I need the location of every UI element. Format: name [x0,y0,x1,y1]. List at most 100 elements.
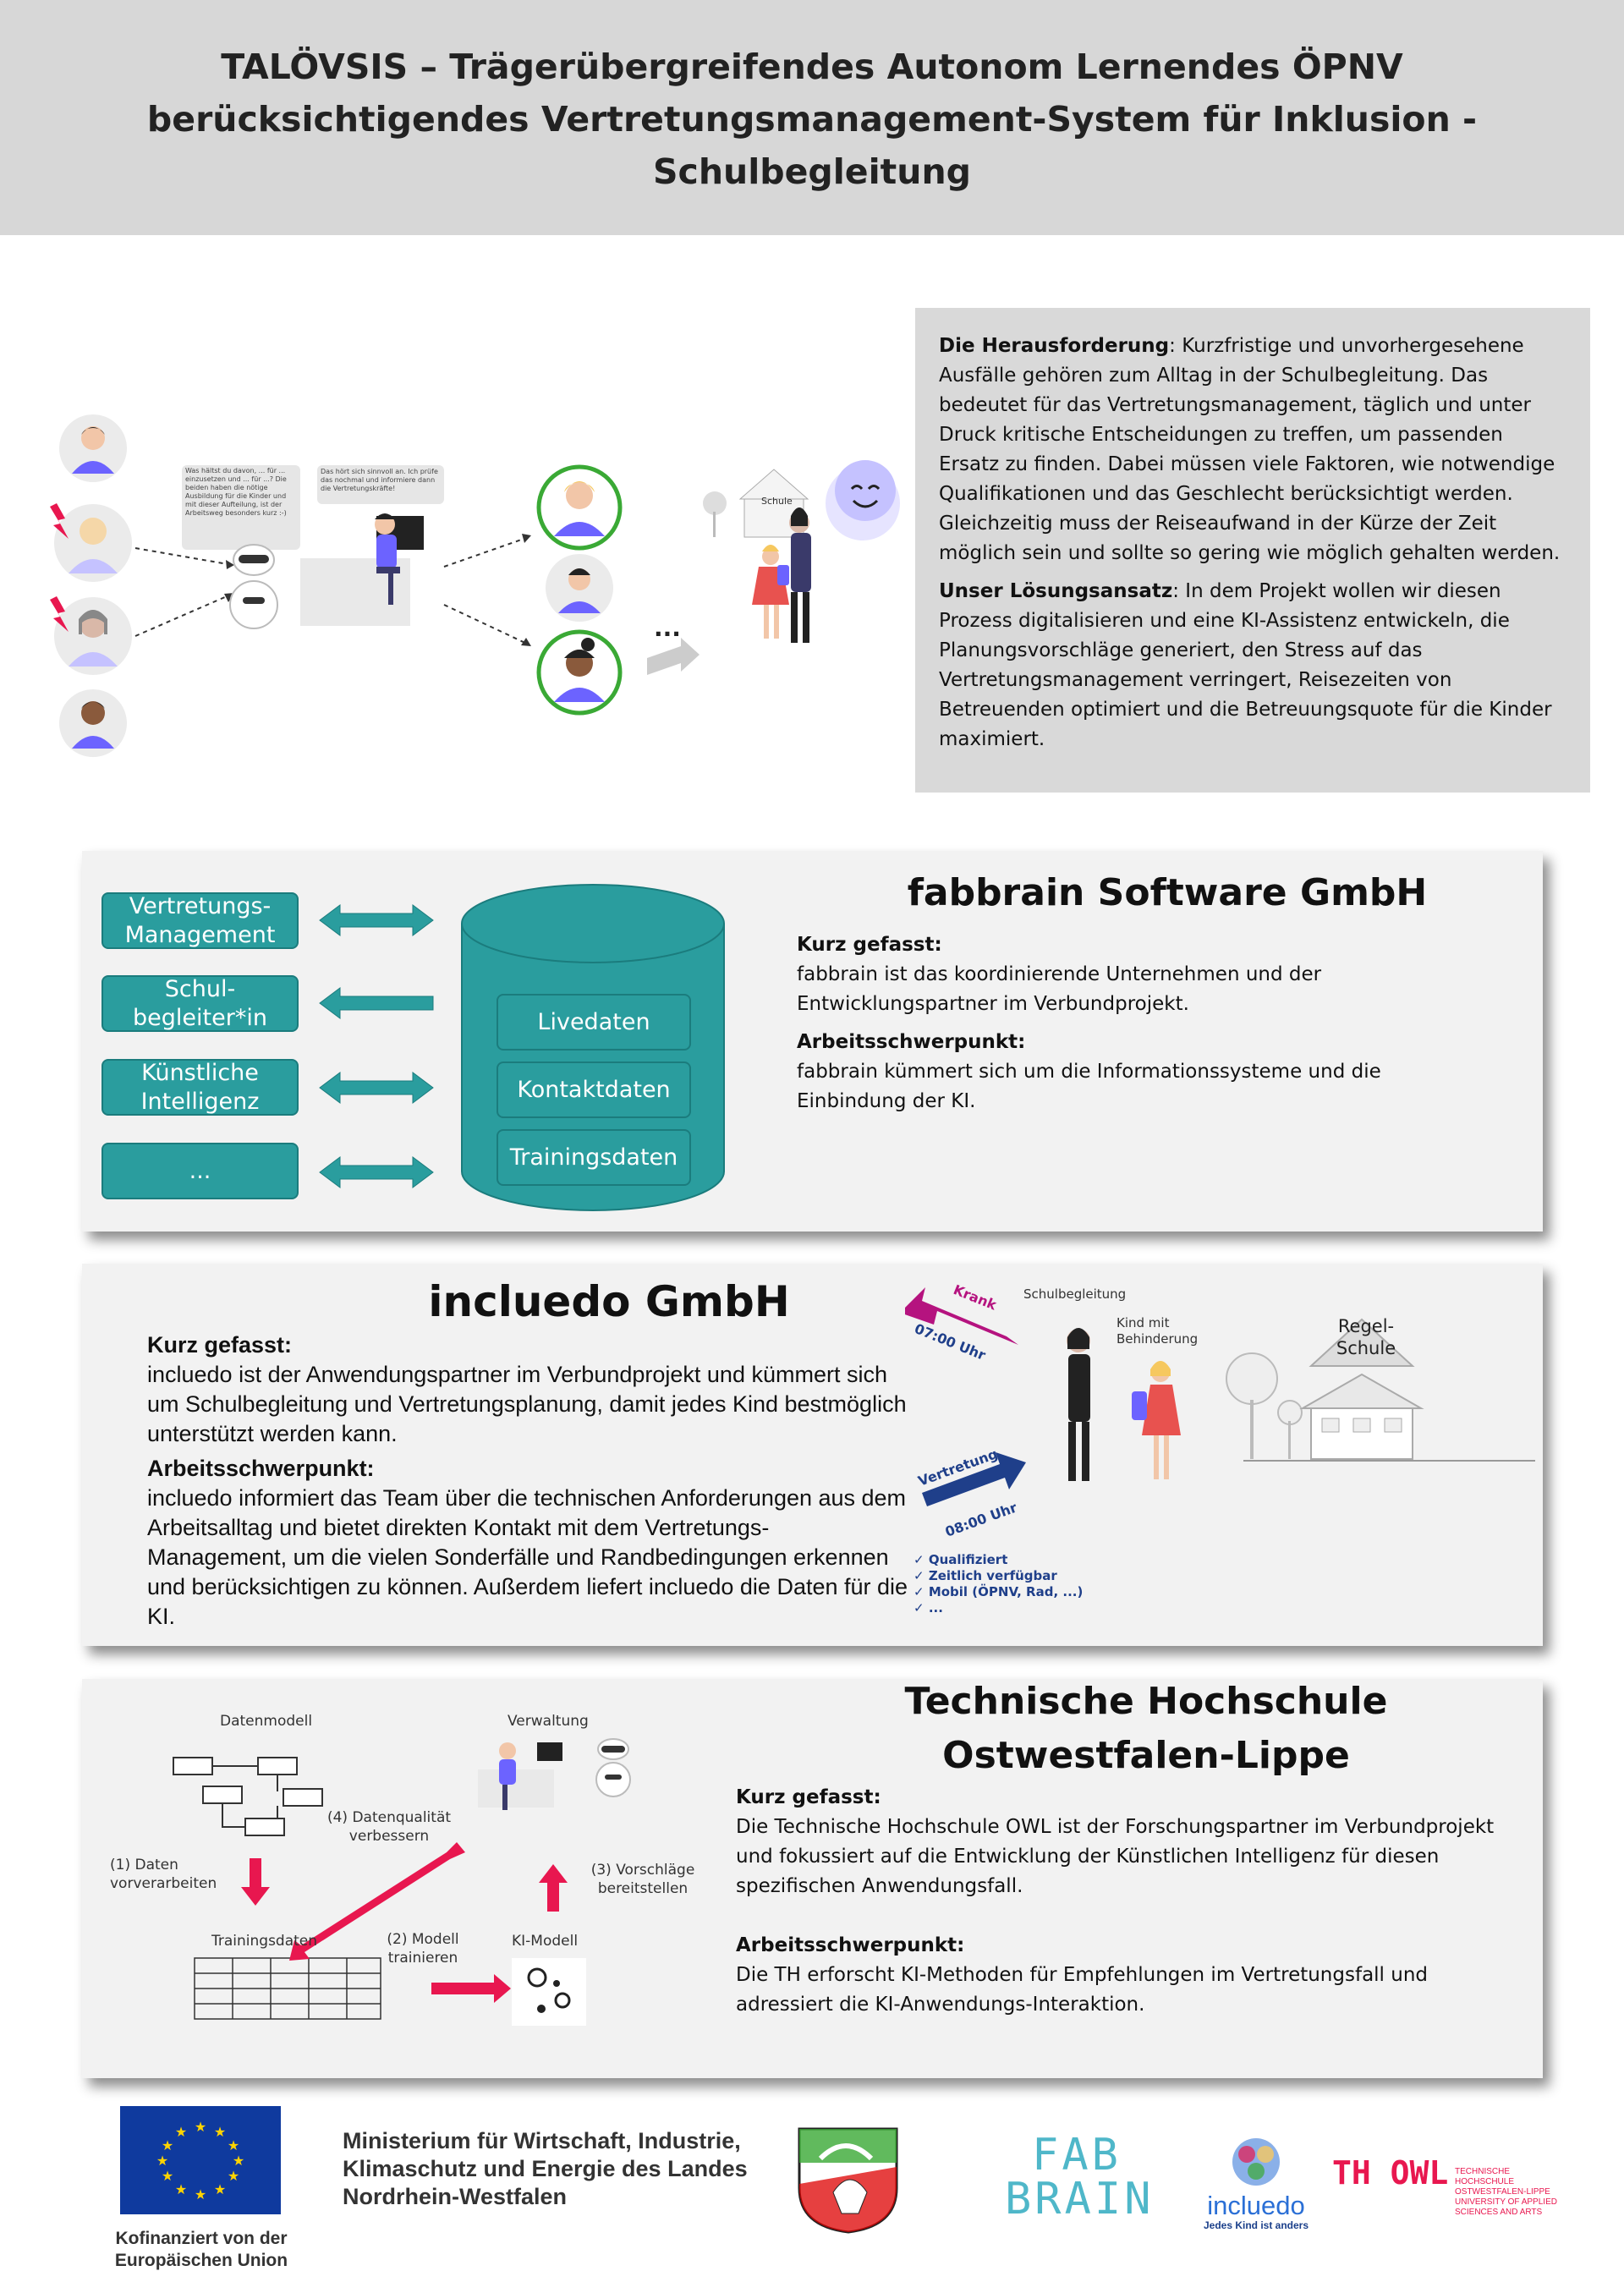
person-avatar-3 [50,596,132,675]
arrow-down-icon [241,1858,270,1906]
fabbrain-arbeit-text: fabbrain kümmert sich um die Information… [797,1061,1381,1112]
svg-text:★: ★ [195,2186,206,2202]
eu-flag-logo: ★★★★★★★★★★★★ [120,2106,281,2214]
svg-text:★: ★ [162,2168,173,2184]
incluedo-illustration: Krank 07:00 Uhr Vertretung 08:00 Uhr Sch… [905,1281,1535,1540]
substitute-avatar-1 [536,464,623,551]
trainingsdaten-label: Trainingsdaten [211,1933,317,1950]
person-avatar-1 [59,414,127,482]
ki-modell-gear-icon [512,1958,586,2026]
arrow-diagonal-icon [289,1842,465,1961]
incluedo-figures-icon [1232,2138,1280,2186]
fabbrain-arbeit-label: Arbeitsschwerpunkt: [797,1031,1026,1053]
incluedo-kurz-text: incluedo ist der Anwendungspartner im Ve… [147,1362,907,1446]
intro-textbox: Die Herausforderung: Kurzfristige und un… [915,308,1590,793]
incluedo-tagline: Jedes Kind ist anders [1203,2219,1309,2231]
db-item-livedaten: Livedaten [497,994,691,1051]
box-schulbegleiter: Schul-begleiter*in [102,975,299,1032]
eu-caption: Kofinanziert von der Europäischen Union [114,2229,288,2270]
page-title: TALÖVSIS – Trägerübergreifendes Autonom … [146,47,1478,192]
school-scene-icon: Schule [703,460,900,643]
step4-label: (4) Datenqualität verbessern [326,1809,452,1845]
bubble-text-2: Das hört sich sinnvoll an. Ich prüfe das… [321,468,438,492]
check-icon: ✓ [914,1584,924,1599]
check-item: ✓ Qualifiziert [914,1552,1008,1567]
svg-text:★: ★ [175,2181,187,2197]
kind-label: Kind mit Behinderung [1116,1315,1199,1347]
db-item-trainingsdaten: Trainingsdaten [497,1129,691,1186]
double-arrow-icon [319,1156,434,1188]
check-item: ✓ Zeitlich verfügbar [914,1568,1057,1583]
box-more: ... [102,1143,299,1199]
incluedo-arbeit-text: incluedo informiert das Team über die te… [147,1485,908,1629]
kimodell-label: KI-Modell [512,1933,578,1950]
school-building-icon [1226,1318,1535,1462]
svg-text:★: ★ [195,2119,206,2135]
solution-text: : In dem Projekt wollen wir diesen Proze… [939,580,1552,750]
ministry-text: Ministerium für Wirtschaft, Industrie, K… [343,2128,748,2209]
person-avatar-4 [59,689,127,757]
person-avatar-2 [50,503,132,582]
svg-text:★: ★ [228,2137,239,2153]
intro-illustration: Was hältst du davon, ... für ... einzuse… [50,414,900,757]
th-arbeit-label: Arbeitsschwerpunkt: [736,1934,965,1956]
incluedo-text: Kurz gefasst: incluedo ist der Anwendung… [147,1330,908,1632]
th-text: Kurz gefasst: Die Technische Hochschule … [736,1783,1514,2020]
lightning-icon [50,596,69,632]
th-kurz-label: Kurz gefasst: [736,1786,881,1808]
verwaltung-icon [478,1738,631,1810]
svg-text:★: ★ [156,2153,168,2169]
fabbrain-logo-line1: FAB [1032,2130,1122,2181]
schulbegleitung-label: Schulbegleitung [1023,1286,1126,1302]
double-arrow-icon [319,1072,434,1104]
speech-bubble-2: Das hört sich sinnvoll an. Ich prüfe das… [317,465,444,504]
regelschule-label: Regel-Schule [1336,1316,1396,1358]
incluedo-logo: incluedo Jedes Kind ist anders [1180,2136,1332,2231]
incluedo-kurz-label: Kurz gefasst: [147,1332,293,1358]
title-band [0,0,1624,235]
svg-text:★: ★ [175,2124,187,2140]
companion-figure [1067,1328,1090,1481]
challenge-text: : Kurzfristige und unvorhergesehene Ausf… [939,335,1561,564]
verwaltung-label: Verwaltung [508,1713,589,1730]
th-owl-tagline: TECHNISCHE HOCHSCHULE OSTWESTFALEN-LIPPE… [1455,2167,1557,2217]
fabbrain-text: Kurz gefasst: fabbrain ist das koordinie… [797,930,1423,1116]
check-icon: ✓ [914,1568,924,1583]
incluedo-arbeit-label: Arbeitsschwerpunkt: [147,1456,375,1481]
arrow-left-icon [319,987,434,1019]
incluedo-panel [82,1264,1543,1646]
box-vertretungs-management: Vertretungs-Management [102,892,299,949]
bubble-text-1: Was hältst du davon, ... für ... einzuse… [185,467,287,517]
arrow-left-icon [905,1287,1018,1345]
db-item-kontaktdaten: Kontaktdaten [497,1061,691,1118]
th-process-diagram: Datenmodell Verwaltung (4) Datenqualität… [110,1713,694,2026]
incluedo-title: incluedo GmbH [428,1277,790,1326]
svg-text:★: ★ [233,2153,244,2169]
speech-bubble-1: Was hältst du davon, ... für ... einzuse… [182,465,300,550]
fabbrain-logo: FAB BRAIN [1005,2130,1155,2224]
step2-label: (2) Modell trainieren [387,1931,459,1967]
svg-text:★: ★ [214,2181,226,2197]
office-worker-icon [300,513,424,626]
fabbrain-title: fabbrain Software GmbH [907,871,1428,914]
check-icon: ✓ [914,1552,924,1567]
trainingsdaten-table-icon [194,1957,381,2020]
krank-label: Krank [952,1281,1000,1314]
substitute-avatar-2 [546,554,613,622]
challenge-label: Die Herausforderung [939,335,1170,357]
th-arbeit-text: Die TH erforscht KI-Methoden für Empfehl… [736,1964,1429,2016]
fabbrain-logo-line2: BRAIN [1005,2174,1155,2224]
lightning-icon [50,503,69,539]
arrow-up-icon [539,1864,568,1912]
check-item: ✓ ... [914,1600,943,1616]
double-arrow-icon [319,904,434,936]
checklist: ✓ Qualifiziert ✓ Zeitlich verfügbar ✓ Mo… [914,1552,1133,1616]
th-kurz-text: Die Technische Hochschule OWL ist der Fo… [736,1816,1495,1897]
box-kuenstliche-intelligenz: Künstliche Intelligenz [102,1059,299,1116]
ellipsis-text: ... [654,614,681,642]
datenmodell-label: Datenmodell [220,1713,312,1730]
solution-label: Unser Lösungsansatz [939,580,1173,602]
robot-icon [229,544,278,629]
check-item: ✓ Mobil (ÖPNV, Rad, ...) [914,1584,1084,1599]
substitute-avatar-3 [536,629,623,716]
